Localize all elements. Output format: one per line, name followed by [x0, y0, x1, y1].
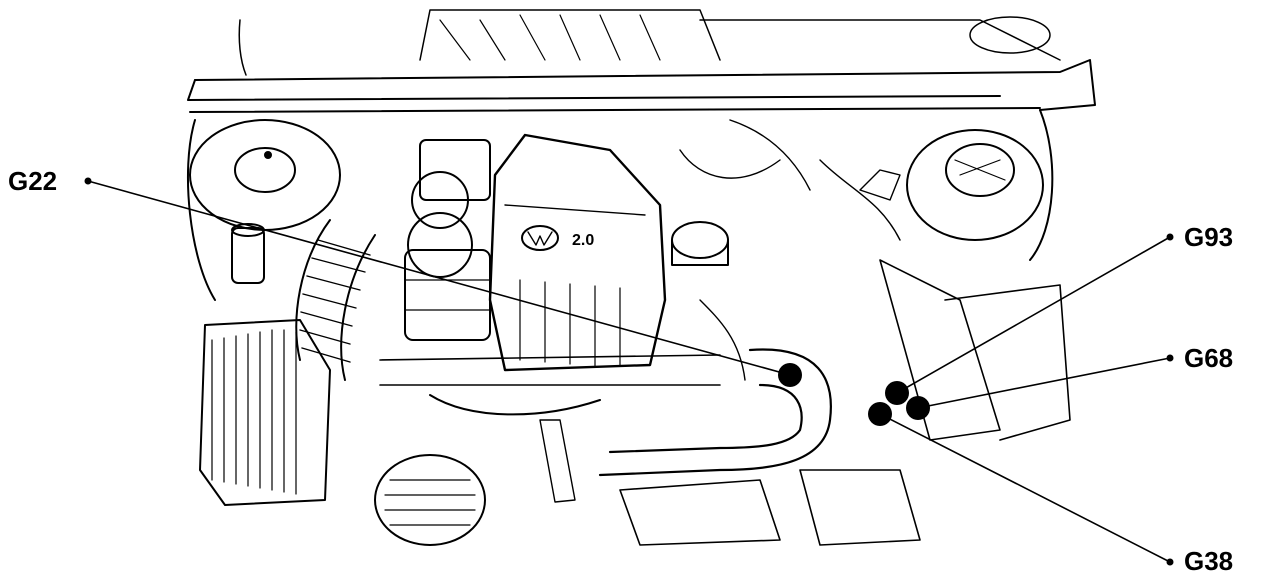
manifold-hoses [379, 119, 1071, 441]
alternator [374, 454, 486, 546]
lower-pipework [539, 419, 921, 546]
cowl-panel [187, 9, 1096, 113]
leader-line-g68 [917, 357, 1171, 409]
callout-label-g22: G22 [8, 166, 58, 196]
engine-cover [488, 133, 667, 372]
oil-filler [671, 221, 729, 266]
right-reservoir [906, 109, 1054, 261]
leader-lines [84, 177, 1174, 566]
callout-label-g68: G68 [1184, 343, 1234, 373]
leader-line-g22 [87, 180, 791, 376]
coolant-hose [598, 348, 832, 477]
callout-label-g93: G93 [1184, 222, 1234, 252]
leader-line-g38 [879, 413, 1171, 563]
engine-badge-text: 2.0 [572, 232, 594, 249]
washer-bottle [231, 223, 265, 284]
throttle-assembly [404, 139, 491, 341]
leader-line-g93 [896, 236, 1171, 394]
air-filter-box [199, 319, 331, 506]
callout-label-g38: G38 [1184, 546, 1234, 576]
intake-hose [295, 219, 376, 381]
